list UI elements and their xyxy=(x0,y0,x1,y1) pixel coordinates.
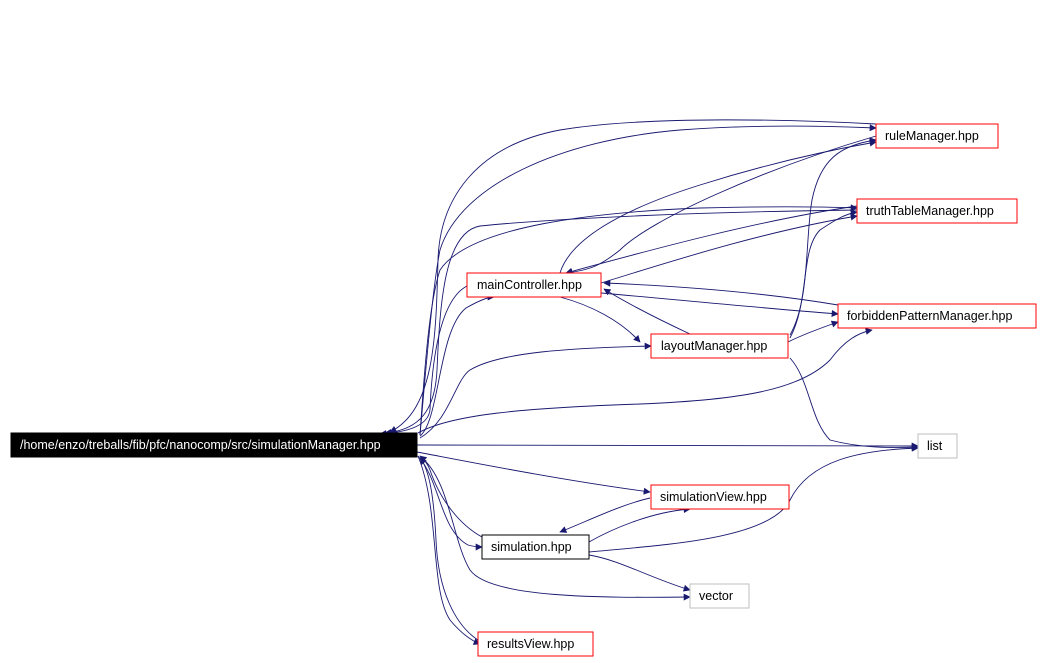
edge-rule-manager-to-root xyxy=(389,119,877,433)
node-truth-table-manager[interactable]: truthTableManager.hpp xyxy=(856,198,1018,224)
node-label: layoutManager.hpp xyxy=(661,339,767,353)
edge-simulation-view-to-simulation xyxy=(559,497,651,533)
edge-truth-table-manager-to-main-controller xyxy=(565,205,858,275)
edge-main-controller-to-root xyxy=(379,285,468,438)
edge-rule-manager-to-main-controller xyxy=(565,135,877,276)
node-results-view[interactable]: resultsView.hpp xyxy=(477,631,594,657)
edge-root-to-truth-table-manager xyxy=(419,204,858,436)
edge-layout-manager-to-main-controller xyxy=(603,288,691,335)
node-label: /home/enzo/treballs/fib/pfc/nanocomp/src… xyxy=(20,438,381,452)
node-label: truthTableManager.hpp xyxy=(866,204,994,218)
edge-root-to-forbidden-pattern-manager xyxy=(417,327,873,434)
node-simulation[interactable]: simulation.hpp xyxy=(481,534,590,560)
edge-main-controller-to-truth-table-manager xyxy=(600,213,858,284)
edge-layout-manager-to-list xyxy=(789,357,919,451)
edge-main-controller-to-layout-manager xyxy=(559,296,641,343)
node-list[interactable]: list xyxy=(917,433,958,459)
node-rule-manager[interactable]: ruleManager.hpp xyxy=(875,123,999,149)
edge-simulation-to-vector xyxy=(588,554,691,592)
node-layout-manager[interactable]: layoutManager.hpp xyxy=(650,333,789,359)
node-label: simulation.hpp xyxy=(491,540,572,554)
node-vector[interactable]: vector xyxy=(689,583,750,609)
edge-root-to-vector xyxy=(419,455,691,601)
edge-root-to-list xyxy=(416,442,919,450)
node-forbidden-pattern-manager[interactable]: forbiddenPatternManager.hpp xyxy=(837,303,1037,329)
edge-root-to-rule-manager xyxy=(419,124,877,436)
edge-root-to-main-controller xyxy=(419,293,495,437)
edge-simulation-to-simulation-view xyxy=(588,505,691,543)
edge-main-controller-to-forbidden-pattern-manager xyxy=(600,292,839,318)
edge-root-to-simulation-view xyxy=(416,451,651,495)
node-label: list xyxy=(927,439,943,453)
node-label: mainController.hpp xyxy=(477,278,582,292)
node-label: ruleManager.hpp xyxy=(885,129,979,143)
edge-root-to-layout-manager xyxy=(419,342,652,439)
edge-layout-manager-to-forbidden-pattern-manager xyxy=(787,320,839,343)
node-main-controller[interactable]: mainController.hpp xyxy=(466,272,602,298)
edge-layout-manager-to-truth-table-manager xyxy=(789,209,858,339)
edge-forbidden-pattern-manager-to-main-controller xyxy=(603,279,839,306)
node-simulation-view[interactable]: simulationView.hpp xyxy=(650,484,790,510)
edge-root-to-simulation xyxy=(417,455,483,551)
node-simulation-manager[interactable]: /home/enzo/treballs/fib/pfc/nanocomp/src… xyxy=(10,432,418,458)
node-label: forbiddenPatternManager.hpp xyxy=(847,309,1012,323)
edge-root-to-results-view xyxy=(417,455,481,645)
nodes-layer: /home/enzo/treballs/fib/pfc/nanocomp/src… xyxy=(10,123,1037,657)
node-label: vector xyxy=(699,589,733,603)
node-label: resultsView.hpp xyxy=(487,637,574,651)
edges-layer xyxy=(379,119,919,645)
node-label: simulationView.hpp xyxy=(660,490,767,504)
edge-truth-table-manager-to-root xyxy=(384,209,858,436)
edge-results-view-to-root xyxy=(419,457,479,641)
